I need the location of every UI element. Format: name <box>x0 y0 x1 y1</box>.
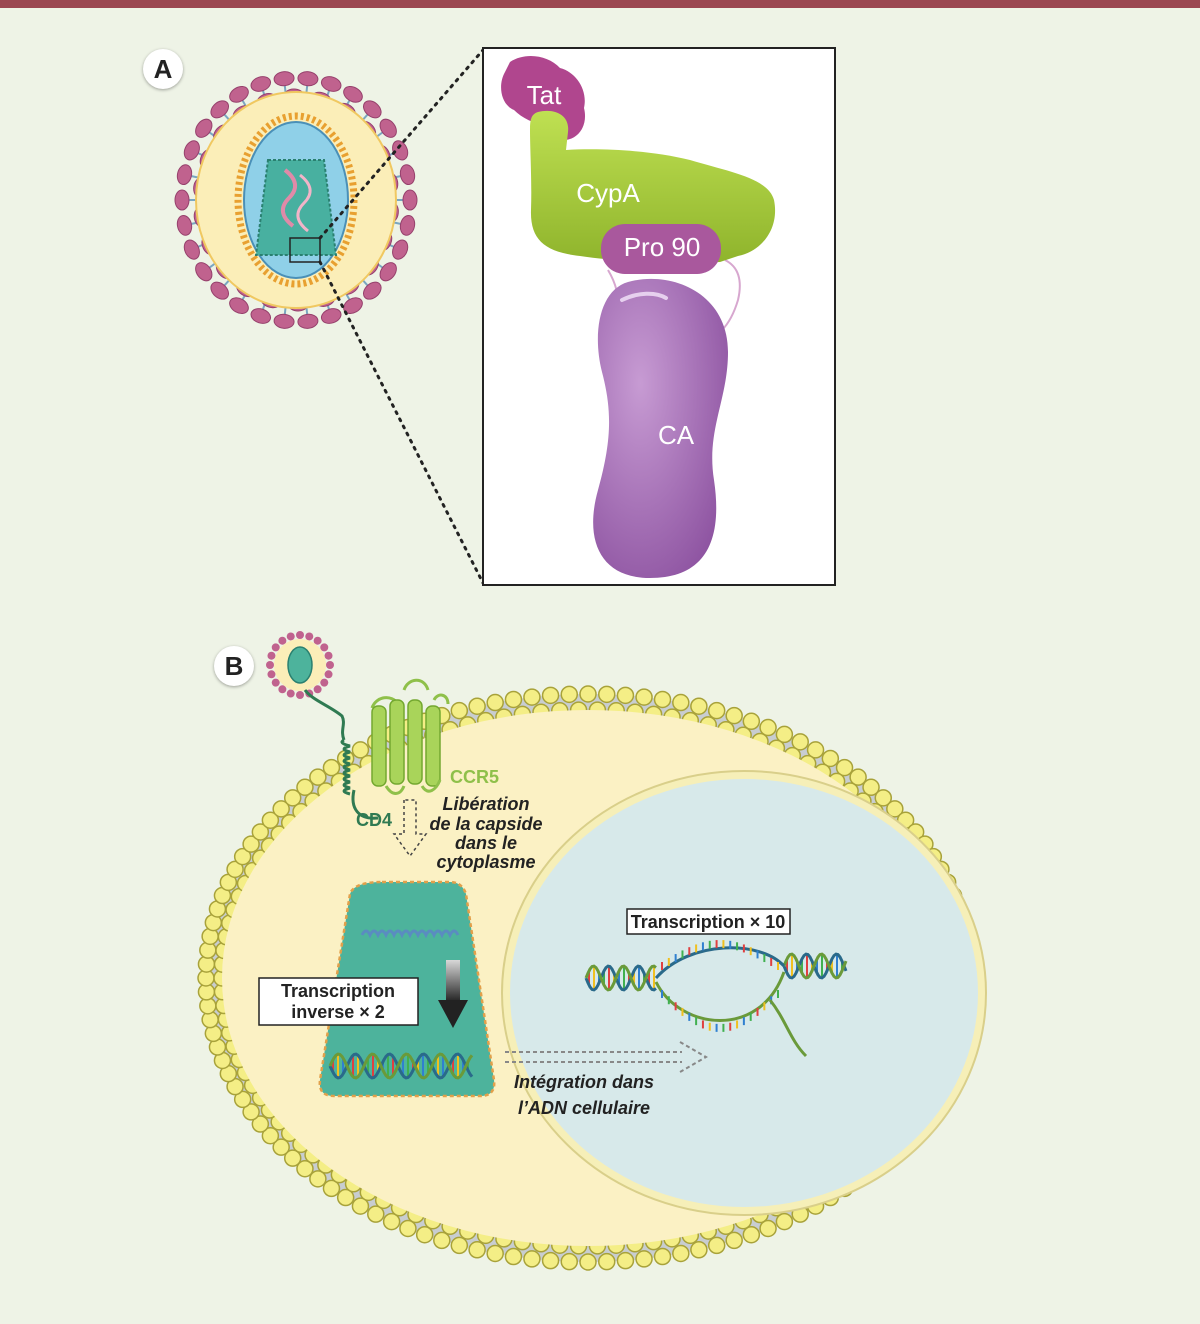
viral-dna <box>328 1052 474 1080</box>
pro90-label: Pro 90 <box>624 232 701 262</box>
integration-arrow <box>505 1041 709 1073</box>
cypa-protein <box>530 110 776 263</box>
panel-a-badge: A <box>143 49 183 89</box>
liberation-label: Libération de la capside dans le cytopla… <box>429 794 542 872</box>
svg-text:inverse × 2: inverse × 2 <box>291 1002 385 1022</box>
svg-text:cytoplasme: cytoplasme <box>436 852 535 872</box>
rt-arrow <box>446 960 460 1002</box>
ccr5-receptor <box>370 678 450 795</box>
ca-label: CA <box>658 420 695 450</box>
top-bar <box>0 0 1200 8</box>
cd4-receptor <box>303 689 379 820</box>
svg-text:de la capside: de la capside <box>429 814 542 834</box>
rt-label: Transcription inverse × 2 <box>281 981 395 1022</box>
ca-protein <box>593 278 728 578</box>
tat-label: Tat <box>527 80 562 110</box>
ccr5-label: CCR5 <box>450 767 499 787</box>
integration-label: Intégration dans l’ADN cellulaire <box>514 1072 654 1118</box>
virion-large <box>174 71 418 329</box>
cd4-label: CD4 <box>356 810 392 830</box>
svg-text:Transcription: Transcription <box>281 981 395 1001</box>
svg-text:Libération: Libération <box>442 794 529 814</box>
pro90-domain <box>601 224 721 274</box>
svg-text:Intégration dans: Intégration dans <box>514 1072 654 1092</box>
transcription-box <box>626 908 791 935</box>
nucleus <box>510 779 978 1207</box>
svg-text:l’ADN cellulaire: l’ADN cellulaire <box>518 1098 650 1118</box>
release-arrow <box>392 799 428 858</box>
cypa-label: CypA <box>576 178 640 208</box>
viral-rna <box>360 929 460 939</box>
transcription-label: Transcription × 10 <box>631 912 786 932</box>
svg-text:dans le: dans le <box>455 833 517 853</box>
virion-small <box>266 631 334 699</box>
cellular-dna <box>584 940 848 1058</box>
panel-b-badge: B <box>214 646 254 686</box>
rt-box <box>258 977 419 1026</box>
